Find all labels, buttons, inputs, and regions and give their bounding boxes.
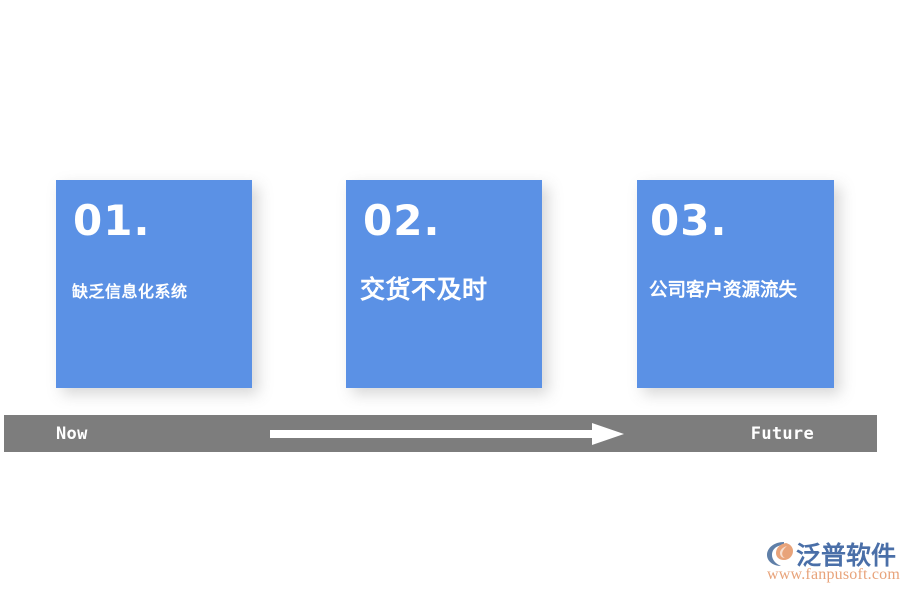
step-card-3[interactable]: 03. 公司客户资源流失 xyxy=(637,180,834,388)
timeline-now-label: Now xyxy=(56,424,88,444)
step-card-3-label: 公司客户资源流失 xyxy=(649,280,798,301)
step-card-2-label: 交货不及时 xyxy=(360,275,488,304)
step-card-3-number: 03. xyxy=(650,196,728,245)
step-card-2[interactable]: 02. 交货不及时 xyxy=(346,180,542,388)
step-card-1-label: 缺乏信息化系统 xyxy=(72,282,188,301)
timeline-arrow-icon xyxy=(270,423,624,445)
timeline-future-label: Future xyxy=(750,424,814,444)
step-card-1-number: 01. xyxy=(73,196,151,245)
watermark-url: www.fanpusoft.com xyxy=(767,566,900,583)
timeline-bar: Now Future xyxy=(4,415,877,452)
watermark-logo: 泛普软件 www.fanpusoft.com xyxy=(766,536,900,588)
fanpu-swoosh-logo-icon xyxy=(767,542,793,566)
step-card-2-number: 02. xyxy=(363,196,441,245)
step-card-1[interactable]: 01. 缺乏信息化系统 xyxy=(56,180,252,388)
watermark-title: 泛普软件 xyxy=(796,541,897,570)
